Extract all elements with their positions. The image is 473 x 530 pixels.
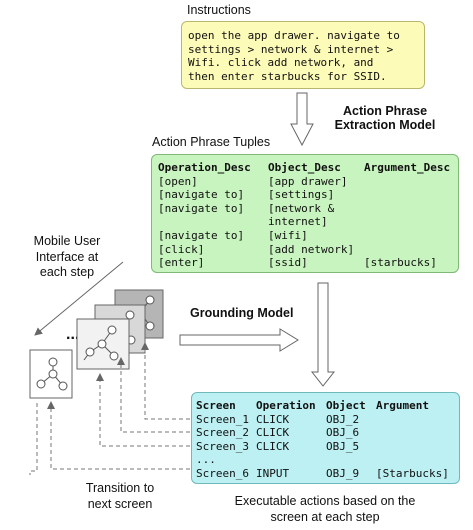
tuple-cell: [network &	[268, 201, 335, 215]
extraction-model-label-line2: Extraction Model	[334, 118, 436, 132]
action-cell: Screen_1	[196, 412, 249, 426]
tuple-cell: [starbucks]	[364, 256, 437, 270]
action-cell: CLICK	[256, 439, 290, 453]
action-header: Screen	[196, 399, 236, 412]
tuple-cell: [add network]	[268, 242, 355, 256]
executable-actions-label: Executable actions based on the screen a…	[205, 493, 445, 525]
action-cell: INPUT	[256, 467, 290, 480]
action-header: Object	[326, 399, 366, 412]
tuple-cell: [click]	[158, 242, 205, 256]
connector-transition	[29, 403, 38, 475]
tuple-header: Operation_Desc	[158, 161, 251, 174]
screen-stack	[29, 289, 164, 399]
action-header: Operation	[256, 399, 316, 412]
connector-screen-3	[96, 373, 190, 447]
action-cell: Screen_6	[196, 467, 249, 480]
instructions-label: Instructions	[187, 3, 251, 17]
action-cell: OBJ_9	[326, 467, 360, 480]
tuple-header: Object_Desc	[268, 161, 341, 174]
transition-label-line1: Transition to	[85, 481, 155, 495]
instruction-line: Wifi. click add network, and	[188, 56, 374, 70]
tuple-cell: [app drawer]	[268, 174, 348, 188]
action-cell: OBJ_6	[326, 426, 360, 440]
dashed-connectors	[29, 342, 190, 475]
tuples-title: Action Phrase Tuples	[152, 135, 271, 149]
extraction-model-label: Action Phrase Extraction Model	[310, 104, 460, 132]
mobile-ui-pointer-arrow	[34, 261, 124, 336]
extraction-model-label-line1: Action Phrase	[342, 104, 428, 118]
tuple-cell: [settings]	[268, 188, 335, 202]
tuple-cell: [navigate to]	[158, 229, 245, 242]
grounding-model-label: Grounding Model	[190, 306, 294, 320]
grounding-block-arrow	[179, 328, 299, 352]
action-cell: OBJ_5	[326, 439, 360, 453]
tuple-cell: [ssid]	[268, 256, 308, 270]
action-cell: CLICK	[256, 412, 290, 426]
tuple-cell: [navigate to]	[158, 201, 245, 215]
tuple-cell: [enter]	[158, 256, 205, 270]
action-cell: CLICK	[256, 426, 290, 440]
action-cell: Screen_2	[196, 426, 249, 440]
mobile-ui-label-line3: each step	[39, 265, 95, 279]
tuples-box: Operation_Desc Object_Desc Argument_Desc [o…	[151, 154, 459, 273]
connector-screen-6	[47, 401, 190, 470]
executable-actions-label-line2: screen at each step	[270, 510, 380, 524]
action-header: Argument	[376, 399, 429, 412]
tuple-cell: internet]	[268, 215, 328, 229]
tuple-header: Argument_Desc	[364, 161, 451, 174]
instruction-line: settings > network & internet >	[188, 42, 394, 56]
mobile-ui-label-line1: Mobile User	[33, 234, 101, 248]
action-cell: [Starbucks]	[376, 467, 449, 480]
mobile-ui-label-line2: Interface at	[35, 249, 99, 264]
screen-front-graph	[36, 357, 68, 391]
tuple-cell: [open]	[158, 174, 198, 188]
mobile-ui-label: Mobile User Interface at each step	[12, 234, 122, 281]
tuple-cell: [navigate to]	[158, 188, 245, 202]
executable-actions-label-line1: Executable actions based on the	[234, 494, 416, 508]
action-cell: ...	[196, 453, 216, 467]
connector-screen-1	[141, 342, 190, 420]
instruction-line: open the app drawer. navigate to	[188, 29, 400, 42]
tuple-cell: [wifi]	[268, 229, 308, 242]
transition-label: Transition to next screen	[55, 481, 185, 512]
extraction-block-arrow	[290, 92, 314, 147]
tuples-to-actions-block-arrow	[310, 282, 336, 387]
transition-label-line2: next screen	[87, 496, 153, 511]
instruction-line: then enter starbucks for SSID.	[188, 69, 387, 83]
connector-screen-2	[117, 357, 190, 433]
action-cell: OBJ_2	[326, 412, 360, 426]
screen-mid-graph	[83, 325, 119, 361]
screens-ellipsis: ...	[66, 326, 80, 343]
action-cell: Screen_3	[196, 439, 249, 453]
